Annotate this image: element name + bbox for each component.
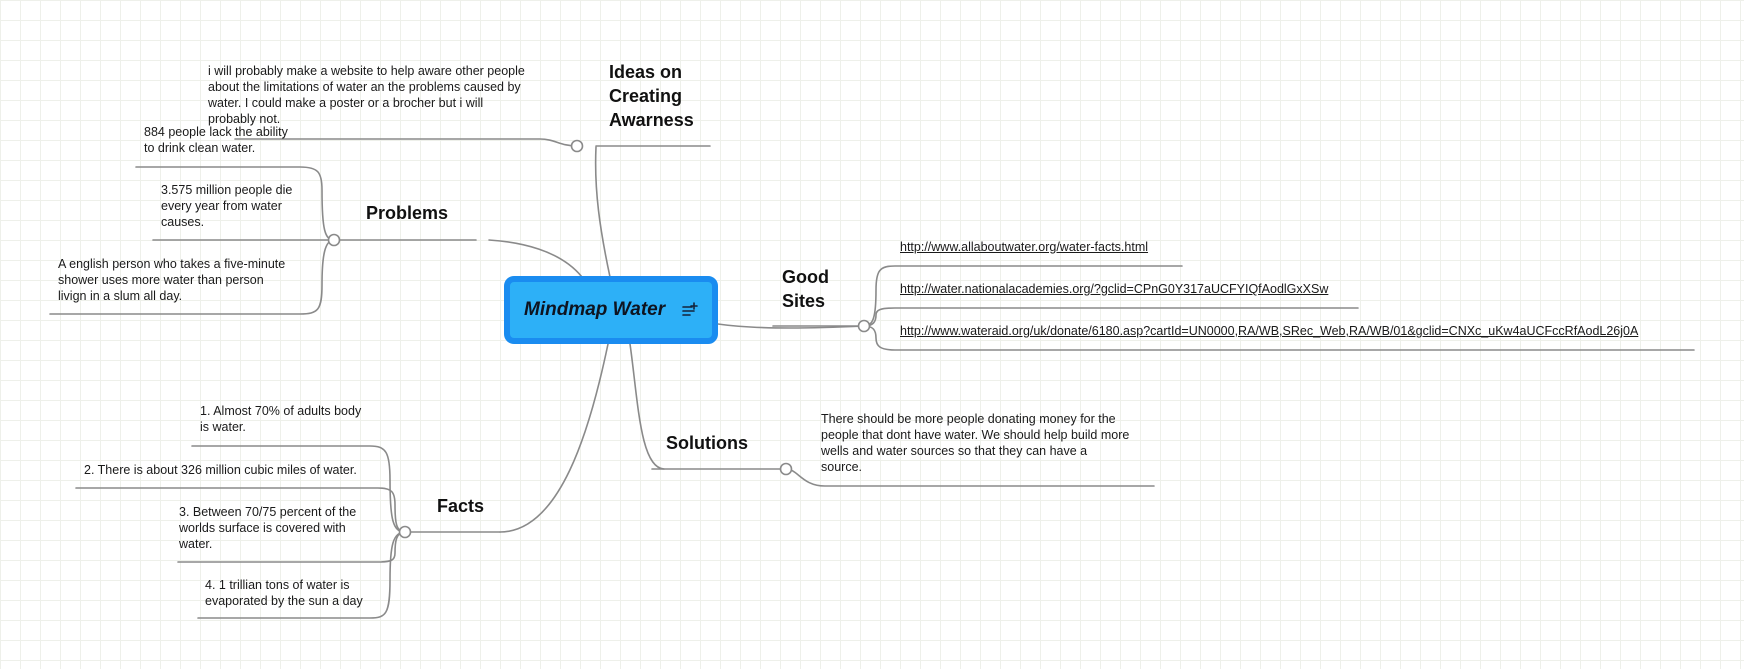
note-line: 4. 1 trillian tons of water is bbox=[205, 578, 350, 592]
note-line: 3. Between 70/75 percent of the bbox=[179, 505, 357, 519]
note-line: evaporated by the sun a day bbox=[205, 594, 363, 608]
note-line: water. I could make a poster or a broche… bbox=[208, 96, 484, 110]
note-line: livign in a slum all day. bbox=[58, 289, 183, 303]
note-line: There should be more people donating mon… bbox=[821, 412, 1116, 426]
note-line: water. bbox=[179, 537, 213, 551]
note-problem-clean-water[interactable]: 884 people lack the ability to drink cle… bbox=[144, 124, 288, 156]
note-line: worlds surface is covered with bbox=[179, 521, 346, 535]
connector-facts-note2 bbox=[75, 487, 406, 533]
topic-good-sites[interactable]: Good Sites bbox=[782, 265, 829, 313]
connector-facts-note1 bbox=[191, 445, 406, 533]
link-wateraid[interactable]: http://www.wateraid.org/uk/donate/6180.a… bbox=[900, 324, 1639, 338]
note-line: to drink clean water. bbox=[144, 141, 256, 155]
collapse-node-awareness bbox=[570, 139, 584, 153]
connector-problems-note3 bbox=[49, 239, 335, 315]
topic-facts[interactable]: Facts bbox=[437, 494, 484, 518]
note-line: shower uses more water than person bbox=[58, 273, 264, 287]
note-fact-body-water[interactable]: 1. Almost 70% of adults body is water. bbox=[200, 403, 361, 435]
note-problem-deaths[interactable]: 3.575 million people die every year from… bbox=[161, 182, 292, 230]
note-line: is water. bbox=[200, 420, 246, 434]
topic-solutions[interactable]: Solutions bbox=[666, 431, 748, 455]
collapse-node-solutions bbox=[779, 462, 793, 476]
note-fact-evaporated[interactable]: 4. 1 trillian tons of water is evaporate… bbox=[205, 577, 363, 609]
note-line: causes. bbox=[161, 215, 205, 229]
note-line: A english person who takes a five-minute bbox=[58, 257, 286, 271]
note-awareness-website[interactable]: i will probably make a website to help a… bbox=[208, 63, 525, 127]
connector-central-facts bbox=[499, 343, 609, 533]
link-nationalacademies[interactable]: http://water.nationalacademies.org/?gcli… bbox=[900, 282, 1329, 296]
connector-central-problems bbox=[488, 239, 583, 278]
connector-sites-link2 bbox=[863, 307, 1359, 327]
note-line: every year from water bbox=[161, 199, 282, 213]
connector-central-solutions bbox=[629, 343, 665, 470]
note-problem-shower[interactable]: A english person who takes a five-minute… bbox=[58, 256, 285, 304]
topic-title-line: Problems bbox=[366, 203, 449, 223]
connector-sites-link3 bbox=[863, 325, 1695, 351]
note-line: 2. There is about 326 million cubic mile… bbox=[84, 463, 357, 477]
note-line: probably not. bbox=[208, 112, 281, 126]
note-line: 3.575 million people die bbox=[161, 183, 293, 197]
note-line: 884 people lack the ability bbox=[144, 125, 288, 139]
note-line: about the limitations of water an the pr… bbox=[208, 80, 521, 94]
topic-ideas-awareness[interactable]: Ideas on Creating Awarness bbox=[609, 60, 694, 132]
connector-facts-note4 bbox=[197, 531, 406, 619]
topic-title-line: Solutions bbox=[666, 433, 748, 453]
topic-title-line: Sites bbox=[782, 291, 826, 311]
collapse-node-facts bbox=[398, 525, 412, 539]
topic-title-line: Facts bbox=[437, 496, 485, 516]
topic-title-line: Awarness bbox=[609, 110, 694, 130]
note-fact-cubic-miles[interactable]: 2. There is about 326 million cubic mile… bbox=[84, 462, 357, 478]
topic-title-line: Good bbox=[782, 267, 829, 287]
connector-central-awareness bbox=[594, 146, 611, 278]
central-topic[interactable]: Mindmap Water bbox=[504, 276, 718, 344]
note-fact-surface[interactable]: 3. Between 70/75 percent of the worlds s… bbox=[179, 504, 356, 552]
notes-icon[interactable] bbox=[680, 300, 700, 320]
note-line: i will probably make a website to help a… bbox=[208, 64, 525, 78]
note-line: source. bbox=[821, 460, 862, 474]
topic-title-line: Ideas on bbox=[609, 62, 683, 82]
collapse-node-problems bbox=[327, 233, 341, 247]
topic-title-line: Creating bbox=[609, 86, 683, 106]
link-allaboutwater[interactable]: http://www.allaboutwater.org/water-facts… bbox=[900, 240, 1149, 254]
connector-problems-note1 bbox=[135, 166, 335, 241]
central-topic-title: Mindmap Water bbox=[524, 299, 666, 320]
connector-sites-link1 bbox=[863, 265, 1183, 327]
collapse-node-sites bbox=[857, 319, 871, 333]
note-line: wells and water sources so that they can… bbox=[821, 444, 1088, 458]
note-solution-donating[interactable]: There should be more people donating mon… bbox=[821, 411, 1129, 475]
topic-problems[interactable]: Problems bbox=[366, 201, 448, 225]
note-line: 1. Almost 70% of adults body bbox=[200, 404, 362, 418]
note-line: people that dont have water. We should h… bbox=[821, 428, 1130, 442]
